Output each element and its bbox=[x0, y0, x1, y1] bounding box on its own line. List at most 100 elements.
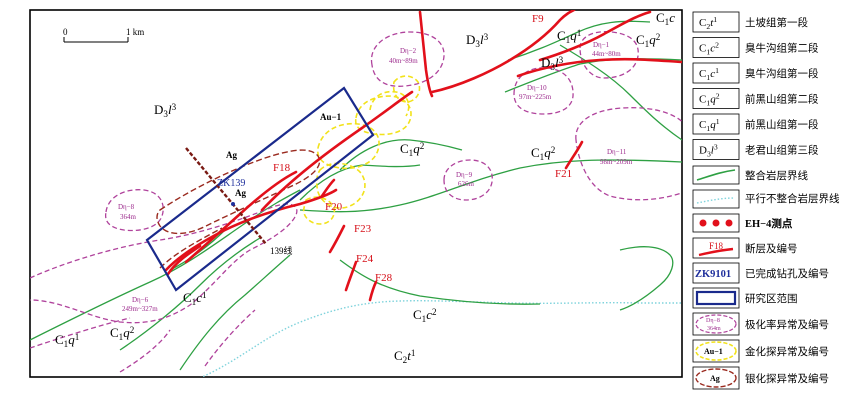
boundary-far-east bbox=[619, 246, 674, 311]
legend-label-borehole: 已完成钻孔及编号 bbox=[745, 267, 829, 280]
anomaly-dn9-name: Dη−9 bbox=[456, 171, 473, 179]
anomaly-dn10-range: 97m~225m bbox=[519, 93, 552, 101]
legend-item-strata: C1c2 臭牛沟组第二段 bbox=[692, 37, 819, 58]
scale-bar: 0 1 km bbox=[63, 27, 144, 43]
misc-map-labels: Au−1 Ag Ag ZK139 139线 bbox=[217, 112, 342, 256]
fault-f20 bbox=[320, 178, 336, 198]
exploration-line-139 bbox=[185, 147, 267, 245]
anomaly-labels: Dη−2 40m~89m Dη−1 44m~80m Dη−10 97m~225m… bbox=[118, 41, 633, 313]
anomaly-dn-south-2 bbox=[204, 309, 256, 367]
anomaly-dn6-lower bbox=[30, 317, 131, 349]
legend-polar-sample-name: Dη−8 bbox=[706, 318, 720, 324]
fault-labels: F9 F18 F21 F20 F23 F24 F28 bbox=[273, 13, 572, 284]
polarization-anomalies bbox=[30, 30, 682, 373]
boundary-mid-east bbox=[299, 159, 682, 213]
strata-label-c1q2-ne: C1q2 bbox=[636, 32, 661, 49]
legend-item-eh4: EH−4测点 bbox=[692, 213, 793, 233]
legend-strata-label: 臭牛沟组第二段 bbox=[745, 42, 819, 55]
fault-f28 bbox=[368, 280, 378, 302]
legend-label-unconformable: 平行不整合岩层界线 bbox=[745, 192, 840, 205]
anomaly-dn9-outline bbox=[443, 159, 493, 201]
fault-f18-upper bbox=[260, 90, 414, 212]
legend-au-sample: Au−1 bbox=[704, 347, 723, 356]
conformable-boundaries bbox=[30, 20, 682, 371]
fault-east-upper bbox=[538, 10, 652, 62]
fault-south-sw bbox=[166, 244, 202, 276]
au-anomaly-2 bbox=[354, 95, 412, 136]
fault-label-f18: F18 bbox=[273, 162, 291, 174]
au1-label: Au−1 bbox=[320, 112, 342, 122]
legend-strata-symbol: C1c1 bbox=[699, 66, 719, 82]
map-frame bbox=[29, 9, 683, 378]
line-139-label: 139线 bbox=[270, 245, 293, 256]
anomaly-dn2-range: 40m~89m bbox=[389, 57, 418, 65]
zk139-label: ZK139 bbox=[217, 178, 245, 189]
strata-label-c1q1-ne: C1q1 bbox=[557, 28, 581, 45]
boundary-west-2 bbox=[119, 237, 261, 351]
legend-item-silver: Ag 银化探异常及编号 bbox=[692, 366, 829, 390]
fault-label-f9: F9 bbox=[532, 13, 544, 25]
legend-strata-box bbox=[692, 62, 740, 84]
legend-strata-label: 臭牛沟组第一段 bbox=[745, 67, 819, 80]
boundary-west-3 bbox=[179, 254, 291, 371]
scale-start-label: 0 bbox=[63, 27, 68, 37]
ag-label-upper: Ag bbox=[226, 150, 237, 160]
strata-label-c1c1-sw: C1c1 bbox=[183, 290, 207, 307]
unconformable-line-south bbox=[200, 300, 682, 377]
legend-strata-symbol: D3l3 bbox=[699, 143, 718, 159]
legend-label-gold: 金化探异常及编号 bbox=[745, 345, 829, 358]
strata-label-c1q2-sw: C1q2 bbox=[110, 325, 135, 342]
legend-item-borehole: ZK9101 已完成钻孔及编号 bbox=[692, 262, 829, 284]
boundary-north-c1q2 bbox=[339, 139, 463, 171]
legend-strata-box bbox=[692, 139, 740, 160]
fault-label-f21: F21 bbox=[555, 168, 572, 180]
legend-label-fault: 断层及编号 bbox=[745, 242, 798, 255]
unconformable-boundaries bbox=[200, 300, 682, 377]
legend-borehole-sample: ZK9101 bbox=[695, 269, 731, 280]
study-area-boundary bbox=[145, 86, 375, 292]
scale-end-label: 1 km bbox=[126, 27, 144, 37]
legend-strata-symbol: C1c2 bbox=[699, 41, 719, 57]
anomaly-dn10-outline bbox=[513, 67, 574, 115]
legend-strata-box bbox=[692, 11, 740, 33]
anomaly-dn9-range: 626m bbox=[458, 180, 475, 188]
legend-strata-label: 前黑山组第一段 bbox=[745, 118, 819, 131]
gold-anomalies bbox=[302, 75, 421, 225]
legend-item-fault: F18 断层及编号 bbox=[692, 237, 798, 259]
boundary-west-1 bbox=[30, 189, 301, 341]
boundary-southeast bbox=[339, 259, 541, 305]
fault-east-main bbox=[430, 10, 576, 94]
silver-anomalies bbox=[156, 149, 321, 269]
legend-label-study-area: 研究区范围 bbox=[745, 292, 798, 305]
anomaly-dn8-range: 364m bbox=[120, 213, 137, 221]
ag-label-lower: Ag bbox=[235, 188, 246, 198]
legend-strata-label: 土坡组第一段 bbox=[745, 16, 808, 29]
strata-label-d3l3-north: D3l3 bbox=[466, 32, 489, 49]
legend-label-eh4: EH−4测点 bbox=[745, 217, 793, 230]
legend-item-conformable: 整合岩层界线 bbox=[692, 165, 808, 185]
legend-item-study-area: 研究区范围 bbox=[692, 287, 798, 309]
map-strata-labels: D3l3 D3l3 D3l3 C1q1 C1q2 C1c C1q2 C1q2 C… bbox=[55, 10, 675, 365]
anomaly-dn8-name: Dη−8 bbox=[118, 203, 135, 211]
strata-label-c1c2-south: C1c2 bbox=[413, 307, 437, 324]
anomaly-dn2-name: Dη−2 bbox=[400, 47, 417, 55]
anomaly-dn-south-1 bbox=[119, 329, 171, 373]
strata-label-c1q1-sw: C1q1 bbox=[55, 332, 79, 349]
boundary-ne-3 bbox=[559, 44, 682, 141]
anomaly-dn1-name: Dη−1 bbox=[593, 41, 610, 49]
legend-item-unconformable: 平行不整合岩层界线 bbox=[692, 189, 840, 209]
strata-label-c1q2-center: C1q2 bbox=[400, 141, 425, 158]
legend-label-polarization: 极化率异常及编号 bbox=[745, 318, 829, 331]
legend-ag-sample: Ag bbox=[710, 374, 720, 383]
fault-f23 bbox=[328, 224, 346, 254]
anomaly-dn1-outline bbox=[579, 30, 639, 79]
fault-label-f23: F23 bbox=[354, 223, 372, 235]
strata-label-c1q2-east: C1q2 bbox=[531, 145, 556, 162]
fault-f9 bbox=[418, 10, 434, 98]
fault-f21 bbox=[564, 140, 584, 170]
legend-strata-box bbox=[692, 88, 740, 109]
